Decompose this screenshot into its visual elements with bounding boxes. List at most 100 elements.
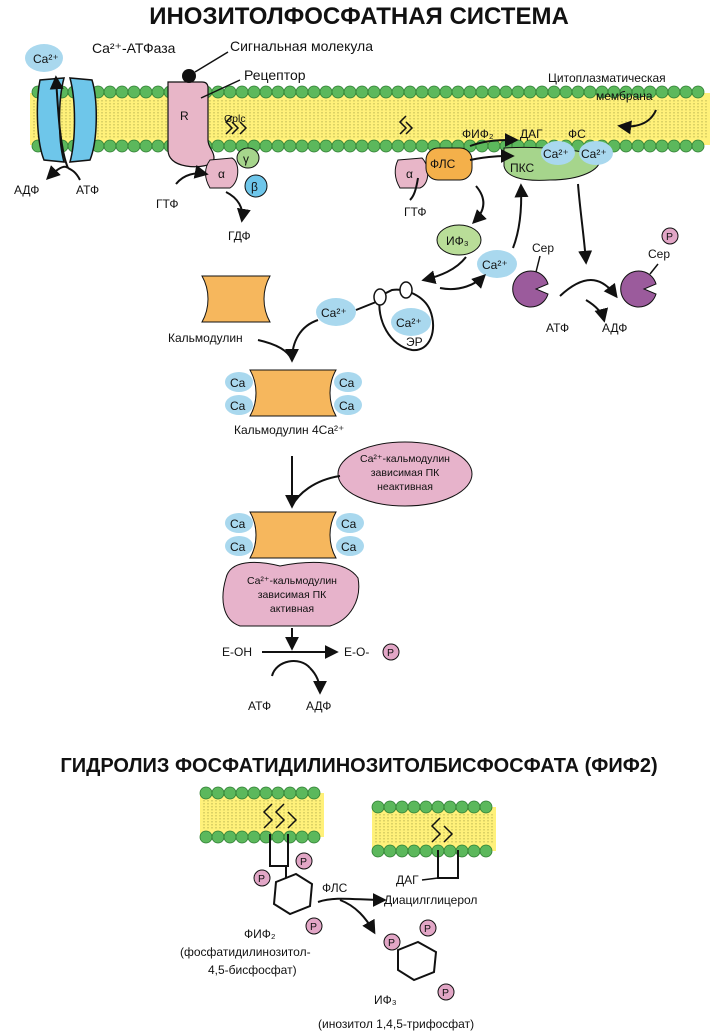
lipid-head: [307, 85, 321, 99]
lipid-head: [115, 85, 129, 99]
lipid-head: [487, 85, 501, 99]
calmodulin-free: Кальмодулин: [168, 275, 319, 363]
lipid-head: [415, 85, 429, 99]
lipid-head: [631, 139, 645, 153]
lipid-head: [479, 844, 493, 858]
ca-atpase-channel: Ca²⁺ АДФ АТФ: [14, 44, 99, 197]
lipid-head: [211, 830, 225, 844]
lipid-head: [383, 800, 397, 814]
lipid-head: [679, 85, 693, 99]
lipid-head: [271, 786, 285, 800]
lipid-head: [367, 85, 381, 99]
lipid-head: [247, 786, 261, 800]
lipid-head: [475, 85, 489, 99]
receptor-label: Рецептор: [244, 67, 306, 83]
lipid-head: [103, 85, 117, 99]
membrane-label-2: мембрана: [596, 89, 653, 103]
lipid-head: [211, 786, 225, 800]
svg-text:Ca: Ca: [230, 376, 246, 390]
lipid-head: [271, 139, 285, 153]
lipid-head: [247, 830, 261, 844]
svg-text:Ca: Ca: [341, 540, 357, 554]
ca2-label-pks-b: Ca²⁺: [581, 147, 607, 161]
lipid-head: [235, 786, 249, 800]
plc-pkc-cluster: α ГТФ ФЛС ПКС ФИФ₂ ДАГ ФС Ca²⁺ Ca²⁺: [394, 115, 613, 219]
lipid-head: [439, 85, 453, 99]
lipid-head: [379, 139, 393, 153]
lipid-head: [331, 139, 345, 153]
gtf-label-left: ГТФ: [156, 197, 179, 211]
ca2-label-top: Ca²⁺: [33, 52, 59, 66]
e-oh-label: E-OH: [222, 645, 252, 659]
lipid-head: [343, 139, 357, 153]
hydrolysis-title: ГИДРОЛИЗ ФОСФАТИДИЛИНОЗИТОЛБИСФОСФАТА (Ф…: [60, 755, 657, 777]
lipid-head: [283, 786, 297, 800]
lipid-head: [691, 85, 705, 99]
lipid-head: [407, 800, 421, 814]
svg-text:зависимая ПК: зависимая ПК: [371, 467, 440, 479]
gtf-label-right: ГТФ: [404, 205, 427, 219]
lipid-head: [199, 830, 213, 844]
lipid-head: [259, 139, 273, 153]
if3-label: ИФ₃: [446, 234, 469, 248]
receptor-r-label: R: [180, 109, 189, 123]
lipid-head: [355, 85, 369, 99]
lipid-head: [295, 830, 309, 844]
g-protein: Gplc γ α β ГТФ ГДФ: [156, 113, 268, 243]
lipid-head: [371, 800, 385, 814]
lipid-head: [383, 844, 397, 858]
lipid-head: [619, 139, 633, 153]
lipid-head: [199, 786, 213, 800]
lipid-head: [151, 85, 165, 99]
lipid-head: [247, 85, 261, 99]
ca2-label-pks-a: Ca²⁺: [543, 147, 569, 161]
lipid-head: [319, 85, 333, 99]
fs-label: ФС: [568, 127, 586, 141]
beta-label: β: [251, 180, 258, 194]
endoplasmic-reticulum: Ca²⁺ ЭР: [373, 281, 435, 352]
lipid-head: [451, 85, 465, 99]
er-label: ЭР: [406, 335, 423, 349]
signal-molecule-label: Сигнальная молекула: [230, 38, 373, 54]
lipid-head: [223, 786, 237, 800]
membrane-label: Цитоплазматическая: [548, 71, 666, 85]
lipid-head: [467, 844, 481, 858]
lipid-head: [443, 844, 457, 858]
if3-full-label: (инозитол 1,4,5-трифосфат): [318, 1017, 474, 1031]
lipid-head: [343, 85, 357, 99]
lipid-head: [419, 800, 433, 814]
ca2-label-right: Ca²⁺: [482, 258, 508, 272]
lipid-head: [571, 85, 585, 99]
lipid-head: [467, 800, 481, 814]
lipid-head: [691, 139, 705, 153]
lipid-head: [235, 830, 249, 844]
p-label-ser: P: [666, 231, 673, 243]
lipid-head: [259, 85, 273, 99]
lipid-head: [211, 139, 225, 153]
adf-label-left: АДФ: [14, 183, 39, 197]
ca-to-pks-arrow: [512, 183, 529, 249]
dag-molecule: ДАГ Диацилглицерол: [384, 817, 477, 907]
dag-label-bottom: ДАГ: [396, 873, 419, 887]
lipid-head: [307, 830, 321, 844]
lipid-head: [139, 85, 153, 99]
substrate-phosphorylation: E-OH E-O- P АТФ АДФ: [222, 643, 400, 713]
lipid-head: [319, 139, 333, 153]
lipid-head: [403, 139, 417, 153]
svg-text:P: P: [388, 937, 395, 949]
lipid-head: [455, 800, 469, 814]
lipid-head: [395, 844, 409, 858]
lipid-head: [679, 139, 693, 153]
lipid-head: [443, 800, 457, 814]
calmodulin-label: Кальмодулин: [168, 331, 243, 345]
lipid-head: [523, 85, 537, 99]
svg-text:P: P: [424, 923, 431, 935]
hydrolysis-arrow: ФЛС: [317, 881, 387, 935]
gamma-label: γ: [243, 152, 249, 166]
lipid-head: [295, 85, 309, 99]
lipid-head: [223, 85, 237, 99]
adf-label-ser: АДФ: [602, 321, 627, 335]
svg-text:Ca: Ca: [339, 399, 355, 413]
alpha-label-right: α: [406, 167, 413, 181]
adf-label-e: АДФ: [306, 699, 331, 713]
